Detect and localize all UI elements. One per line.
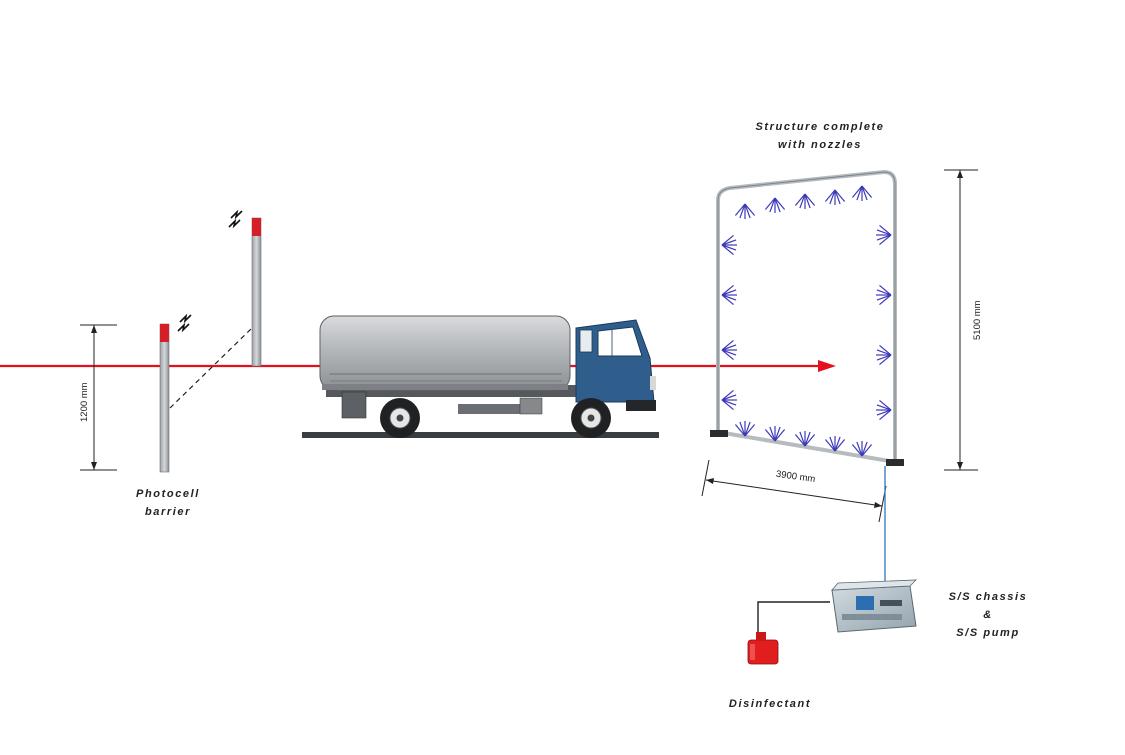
nozzle-spray — [876, 344, 892, 366]
nozzle-spray — [764, 197, 786, 213]
nozzle-spray — [876, 399, 892, 421]
nozzle-spray — [721, 234, 737, 256]
structure-label-line2: with nozzles — [778, 139, 862, 151]
nozzle-spray — [794, 431, 816, 447]
tanker-truck — [319, 315, 656, 438]
nozzle-spray — [721, 339, 737, 361]
truck-tank — [319, 315, 571, 391]
nozzle-spray — [734, 421, 756, 437]
nozzle-spray — [764, 426, 786, 442]
nozzle-spray — [794, 193, 816, 209]
photocell-pole-back — [251, 217, 262, 367]
nozzle-spray — [721, 389, 737, 411]
nozzle-spray — [851, 185, 873, 201]
nozzle-spray — [876, 224, 892, 246]
arch-width-dimension: 3900 mm — [701, 459, 887, 523]
truck-wheel-front — [571, 398, 611, 438]
arch-width-label: 3900 mm — [775, 469, 816, 485]
nozzle-spray — [824, 189, 846, 205]
truck-wheel-rear — [380, 398, 420, 438]
pump-unit — [831, 579, 918, 633]
nozzle-spray — [851, 441, 873, 457]
nozzle-spray — [734, 203, 756, 219]
nozzle-arch-structure — [710, 170, 904, 466]
structure-label-line1: Structure complete — [755, 121, 884, 133]
signal-icon — [177, 313, 192, 333]
chassis-label-line2: & — [983, 609, 993, 621]
barrier-height-label: 1200 mm — [79, 382, 90, 422]
photocell-sensing-line — [169, 327, 253, 409]
chassis-label-line3: S/S pump — [956, 627, 1020, 639]
nozzle-sprays — [721, 185, 892, 457]
disinfectant-label: Disinfectant — [729, 698, 811, 710]
nozzle-spray — [824, 436, 846, 452]
photocell-pole-front — [159, 323, 170, 473]
disinfectant-hose — [757, 601, 830, 640]
nozzle-spray — [721, 284, 737, 306]
photocell-label-line1: Photocell — [136, 488, 200, 500]
nozzle-spray — [876, 284, 892, 306]
chassis-label-line1: S/S chassis — [949, 591, 1028, 603]
arch-height-label: 5100 mm — [972, 300, 983, 340]
ground-strip — [302, 432, 659, 438]
truck-cab — [575, 319, 656, 411]
arch-height-dimension: 5100 mm — [944, 169, 983, 471]
barrier-height-dimension: 1200 mm — [79, 324, 117, 471]
disinfectant-canister — [747, 632, 779, 665]
photocell-label-line2: barrier — [145, 506, 191, 518]
signal-icon — [228, 209, 243, 229]
